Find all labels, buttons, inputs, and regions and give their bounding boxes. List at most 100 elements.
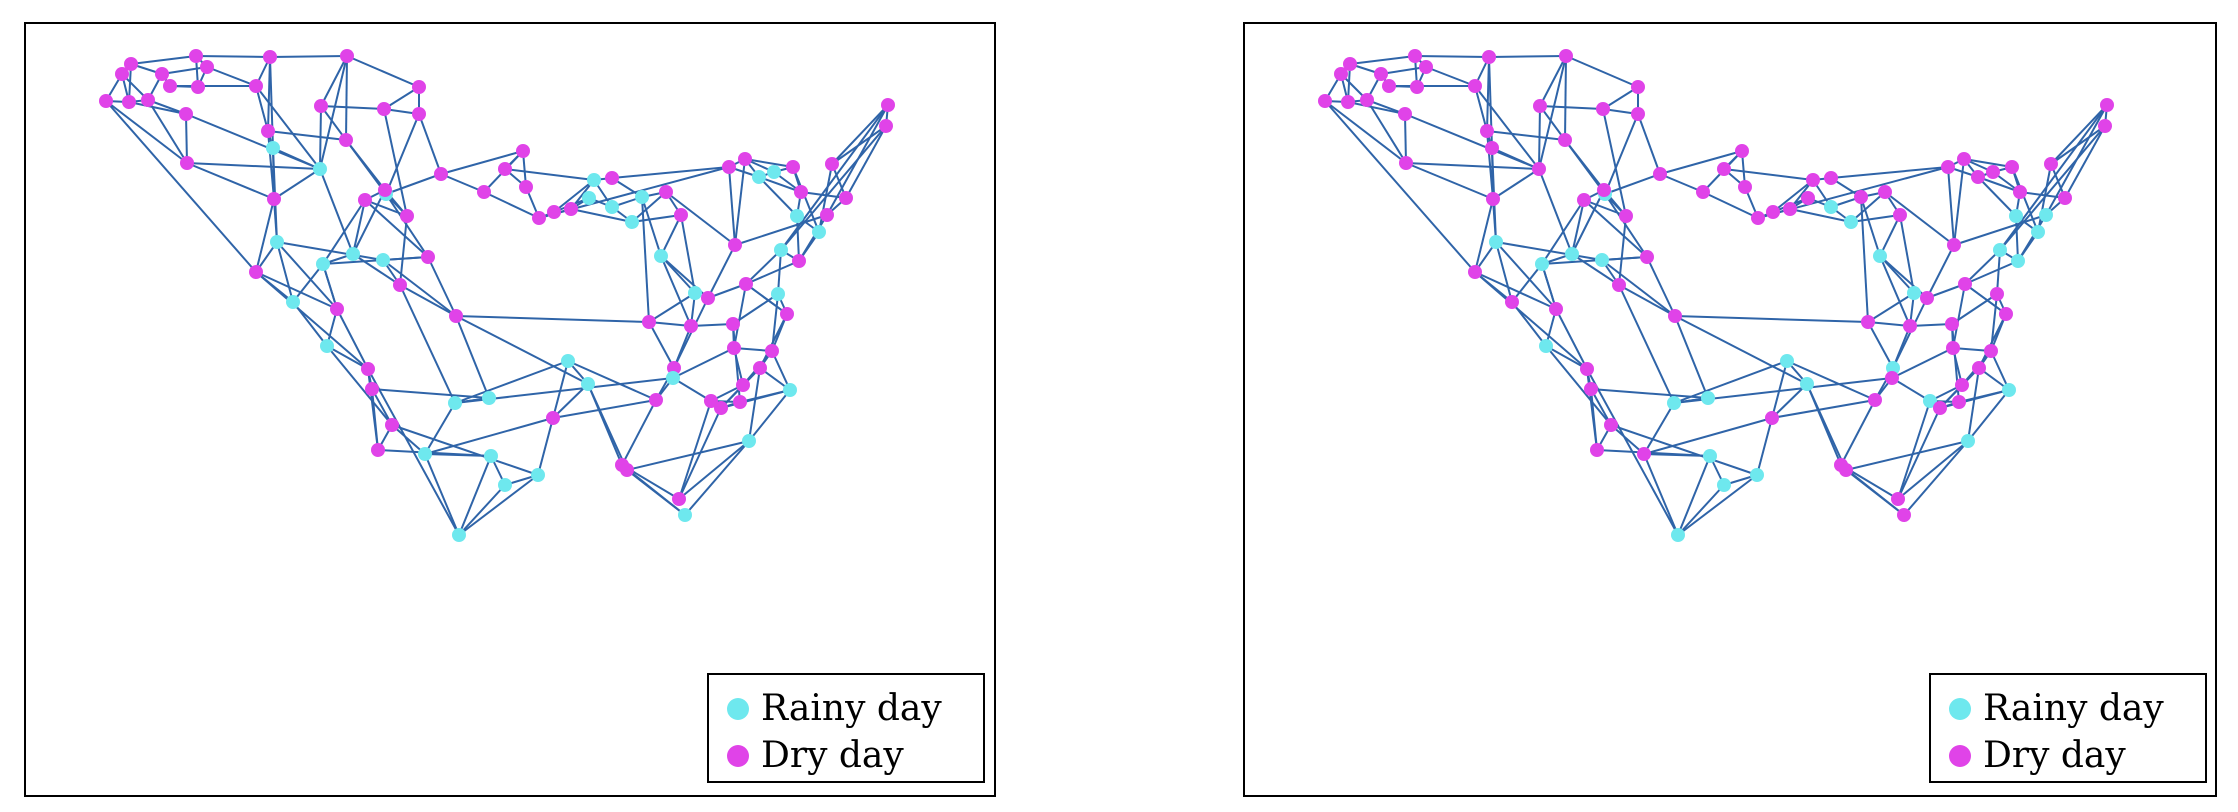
graph-edge: [1618, 284, 1676, 317]
graph-edge: [322, 199, 366, 265]
rainy-day-node: [2031, 225, 2045, 239]
graph-edge: [673, 325, 692, 369]
graph-edge: [631, 214, 682, 223]
rainy-day-node: [783, 383, 797, 397]
dry-day-node: [1933, 401, 1947, 415]
legend-row-rainy: Rainy day: [1949, 685, 2205, 732]
dry-day-node: [1360, 93, 1374, 107]
graph-edge: [831, 104, 889, 165]
graph-edge: [611, 166, 730, 179]
dry-day-node: [1318, 94, 1332, 108]
dry-day-node: [1971, 170, 1985, 184]
rainy-day-node: [1671, 528, 1685, 542]
graph-edge: [1947, 166, 1955, 246]
graph-edge: [385, 193, 429, 258]
rainy-day-node: [587, 173, 601, 187]
dry-day-node: [2013, 185, 2027, 199]
rainy-day-node: [376, 253, 390, 267]
graph-edge: [734, 214, 828, 246]
graph-edge: [1850, 214, 1901, 223]
dry-day-node: [1619, 209, 1633, 223]
dry-day-node: [1480, 124, 1494, 138]
graph-edge: [1366, 99, 1407, 164]
legend: Rainy day Dry day: [707, 673, 985, 783]
dry-day-node: [115, 67, 129, 81]
graph-edge: [1892, 325, 1911, 369]
graph-edge: [1879, 255, 1911, 327]
graph-edge: [798, 214, 828, 262]
dry-day-node: [820, 208, 834, 222]
graph-edge: [771, 350, 791, 391]
graph-edge: [1539, 55, 1567, 107]
graph-edge: [1538, 105, 1541, 170]
dry-day-node: [1653, 167, 1667, 181]
dry-day-node: [330, 302, 344, 316]
dry-day-node: [1893, 208, 1907, 222]
dry-day-node: [1637, 447, 1651, 461]
graph-edge: [1674, 315, 1808, 385]
dry-day-node: [1952, 395, 1966, 409]
graph-edge: [440, 173, 485, 193]
graph-edge: [185, 113, 321, 170]
graph-edge: [1909, 323, 1953, 327]
graph-edge: [105, 100, 257, 273]
dry-day-node: [1941, 160, 1955, 174]
graph-edge: [399, 284, 457, 317]
rainy-day-node: [1824, 200, 1838, 214]
graph-edge: [1511, 263, 1543, 303]
rainy-day-node: [752, 170, 766, 184]
graph-edge: [1860, 196, 1869, 323]
rainy-day-node: [1667, 396, 1681, 410]
graph-edge: [130, 55, 197, 65]
graph-edge: [567, 360, 657, 401]
graph-edge: [1604, 113, 1639, 195]
graph-edge: [631, 191, 667, 223]
dry-day-node: [1854, 190, 1868, 204]
dry-day-node: [1559, 49, 1573, 63]
graph-edge: [399, 284, 456, 404]
dry-day-node: [1984, 344, 1998, 358]
graph-edge: [371, 388, 379, 451]
graph-edge: [1677, 474, 1758, 536]
graph-edge: [1964, 283, 2007, 315]
dry-day-node: [1584, 382, 1598, 396]
graph-edge: [1867, 292, 1915, 323]
dry-day-node: [1972, 361, 1986, 375]
graph-edge: [319, 105, 322, 170]
dry-day-node: [99, 94, 113, 108]
graph-edge: [1541, 199, 1585, 265]
dry-day-node: [477, 185, 491, 199]
dry-day-node: [1861, 315, 1875, 329]
dry-day-node: [2005, 160, 2019, 174]
graph-edge: [195, 55, 271, 58]
graph-edge: [427, 256, 457, 317]
rainy-day-node: [1489, 235, 1503, 249]
dry-day-node: [200, 60, 214, 74]
graph-edge: [2011, 166, 2039, 233]
graph-edge: [326, 345, 393, 426]
dry-day-node: [1885, 371, 1899, 385]
graph-edge: [1677, 455, 1711, 536]
dry-day-node: [684, 319, 698, 333]
dry-day-node: [1903, 319, 1917, 333]
graph-edge: [1659, 173, 1704, 193]
dry-day-node: [780, 307, 794, 321]
legend-label-rainy: Rainy day: [1983, 688, 2164, 729]
graph-edge: [1425, 66, 1476, 87]
dry-day-node: [1946, 341, 1960, 355]
graph-edge: [1674, 315, 1869, 323]
dry-day-node: [412, 80, 426, 94]
rainy-day-node: [1565, 247, 1579, 261]
graph-edge: [748, 367, 761, 442]
dry-day-node: [738, 152, 752, 166]
rainy-day-node: [1780, 354, 1794, 368]
graph-edge: [326, 345, 369, 370]
graph-edge: [346, 55, 420, 88]
dry-day-node: [1783, 202, 1797, 216]
graph-edge: [1702, 191, 1759, 219]
graph-edge: [1347, 101, 1406, 115]
graph-edge: [552, 360, 569, 419]
rainy-day-node: [742, 434, 756, 448]
dry-day-node: [249, 79, 263, 93]
graph-edge: [1539, 105, 1566, 141]
